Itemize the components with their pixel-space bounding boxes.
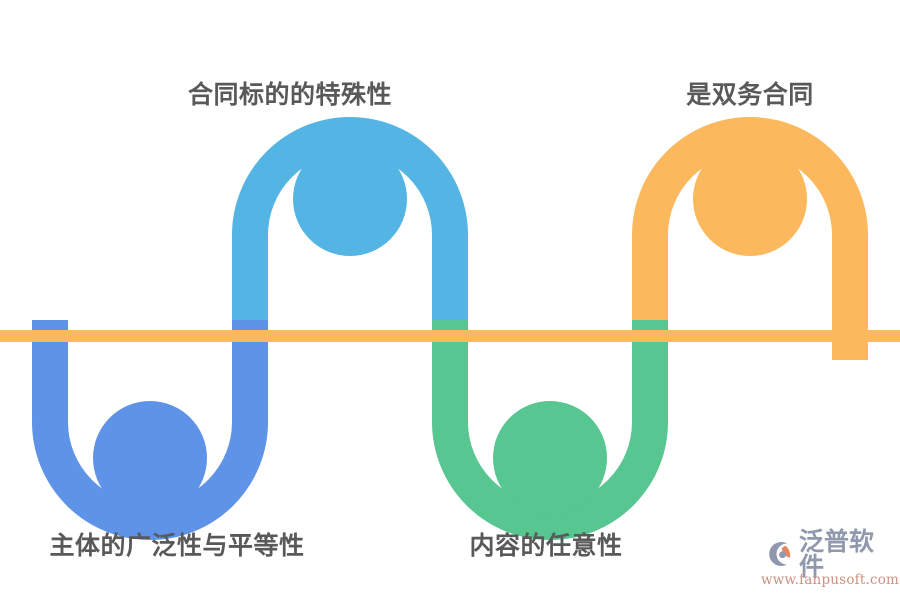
node-bottom-1-label: 主体的广泛性与平等性 bbox=[49, 531, 305, 560]
node-bottom-1-arch bbox=[31, 320, 268, 540]
watermark-url-text: www.fanpusoft.com bbox=[760, 571, 900, 588]
node-bottom-1-circle bbox=[93, 401, 207, 515]
node-top-1-shape[interactable] bbox=[232, 117, 468, 360]
watermark-logo-row: 泛普软件 bbox=[766, 529, 894, 579]
node-top-2-label: 是双务合同 bbox=[686, 80, 814, 109]
fanpu-logo-icon bbox=[769, 541, 791, 566]
node-top-2-shape[interactable] bbox=[632, 117, 868, 360]
horizontal-axis-line bbox=[0, 330, 900, 342]
node-bottom-2-shape[interactable] bbox=[432, 320, 668, 540]
node-bottom-2-arch bbox=[432, 320, 668, 540]
node-bottom-2-circle bbox=[493, 401, 607, 515]
node-bottom-1-shape[interactable] bbox=[31, 320, 268, 540]
node-top-2-arch bbox=[632, 117, 868, 360]
node-top-1-arch bbox=[232, 117, 468, 360]
watermark-brand-text: 泛普软件 bbox=[799, 526, 875, 581]
watermark: 泛普软件 www.fanpusoft.com bbox=[761, 529, 899, 593]
node-bottom-2-label: 内容的任意性 bbox=[469, 531, 623, 560]
node-top-2-circle bbox=[693, 142, 807, 256]
node-top-1-circle bbox=[293, 142, 407, 256]
node-top-1-label: 合同标的的特殊性 bbox=[187, 80, 393, 109]
